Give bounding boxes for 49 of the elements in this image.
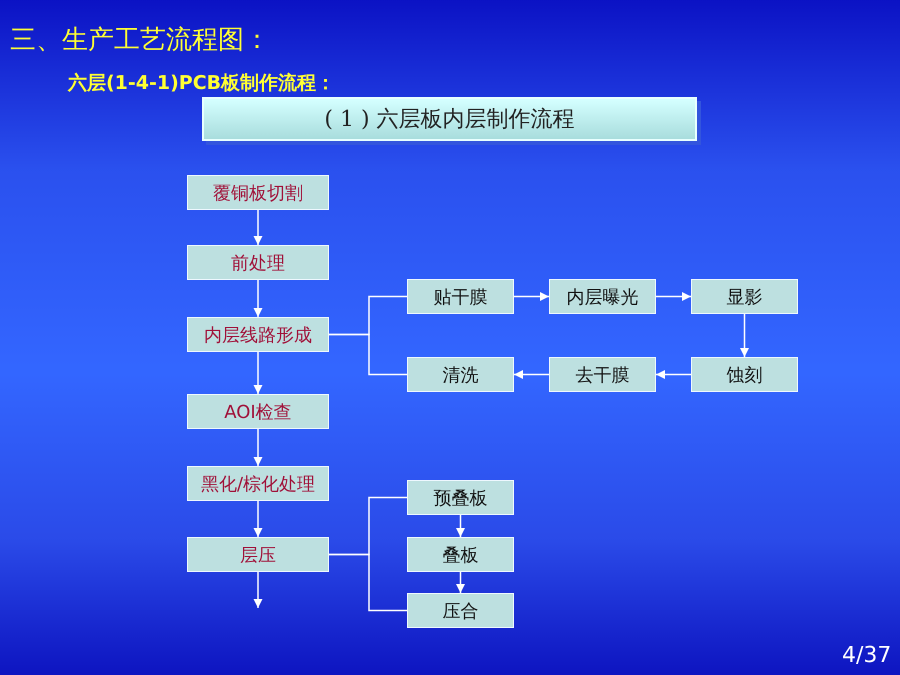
step-label: 内层线路形成 xyxy=(204,324,312,346)
arrow xyxy=(514,292,549,301)
process-box xyxy=(407,480,514,515)
step-label: 预叠板 xyxy=(434,486,488,510)
arrow xyxy=(254,210,262,245)
process-box xyxy=(407,593,514,628)
process-box xyxy=(407,279,514,314)
process-box xyxy=(549,357,656,392)
step-label: 贴干膜 xyxy=(434,286,488,308)
step-label: 显影 xyxy=(726,286,762,308)
arrow xyxy=(254,572,262,608)
page-number: 4/37 xyxy=(842,643,892,668)
arrow xyxy=(740,314,749,357)
step-label: 蚀刻 xyxy=(726,364,762,386)
arrow xyxy=(656,370,691,379)
process-box xyxy=(691,357,798,392)
process-box xyxy=(691,279,798,314)
step-label: 压合 xyxy=(442,600,478,622)
step-label: ( 1 ) 六层板内层制作流程 xyxy=(324,106,575,134)
step-label: 层压 xyxy=(240,544,276,566)
process-box xyxy=(187,394,329,429)
process-box xyxy=(549,279,656,314)
connector-line xyxy=(329,554,407,612)
process-box xyxy=(187,245,329,280)
arrow xyxy=(254,352,262,394)
process-box xyxy=(407,357,514,392)
arrow xyxy=(254,429,262,466)
slide-title: 三、生产工艺流程图： xyxy=(10,24,270,57)
arrow xyxy=(514,370,549,379)
process-box xyxy=(187,537,329,572)
step-label: 黑化/棕化处理 xyxy=(200,472,316,496)
step-label: AOI检查 xyxy=(224,400,292,424)
step-label: 去干膜 xyxy=(576,364,630,386)
arrow xyxy=(254,501,262,537)
arrow xyxy=(656,292,691,301)
connector-line xyxy=(329,334,407,376)
process-box xyxy=(407,537,514,572)
step-label: 内层曝光 xyxy=(566,286,638,308)
step-label: 前处理 xyxy=(231,252,285,274)
subtitle: 六层(1-4-1)PCB板制作流程： xyxy=(68,71,336,96)
arrow xyxy=(456,515,465,537)
arrow xyxy=(254,280,262,317)
step-label: 清洗 xyxy=(442,364,478,386)
process-box xyxy=(187,317,329,352)
step-label: 叠板 xyxy=(442,544,478,566)
step-label: 覆铜板切割 xyxy=(213,182,303,204)
process-box xyxy=(187,175,329,210)
process-box xyxy=(187,466,329,501)
arrow xyxy=(456,572,465,593)
